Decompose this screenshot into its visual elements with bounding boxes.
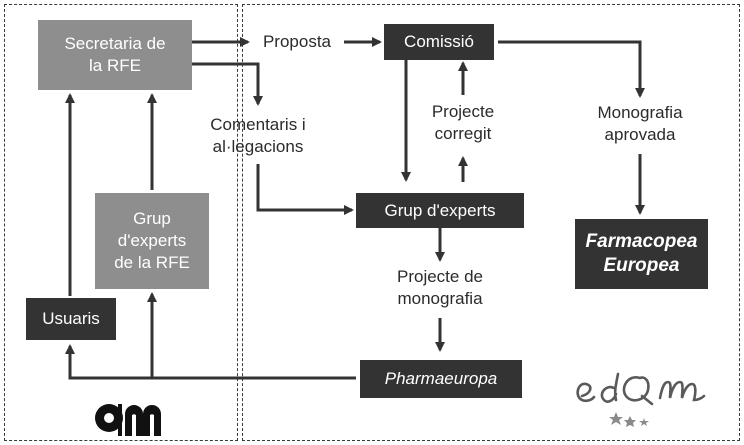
label-comentaris: Comentaris i al·legacions bbox=[210, 115, 306, 156]
edqm-logo: edqm bbox=[576, 372, 706, 427]
label-monografia-aprovada: Monografia aprovada bbox=[597, 103, 683, 144]
label-projecte-de-monografia: Projecte de monografia bbox=[397, 267, 483, 308]
right-panel bbox=[242, 4, 740, 441]
farmacopea-europea-box: Farmacopea Europea bbox=[575, 219, 708, 289]
am-logo: am bbox=[95, 404, 161, 436]
left-panel bbox=[4, 4, 238, 441]
arrow-pharmaeuropa-to-usuaris bbox=[65, 344, 356, 380]
usuaris-box: Usuaris bbox=[26, 298, 116, 340]
arrow-secretaria-to-comentaris bbox=[192, 62, 263, 106]
pharmaeuropa-box: Pharmaeuropa bbox=[360, 360, 522, 398]
comissio-box: Comissió bbox=[384, 24, 494, 60]
arrow-comissio-to-monografia bbox=[498, 40, 645, 98]
label-projecte-corregit: Projecte corregit bbox=[431, 102, 495, 143]
grup-experts-rfe-box: Grup d'experts de la RFE bbox=[95, 193, 209, 289]
arrow-comentaris-to-grup bbox=[256, 164, 354, 215]
label-proposta: Proposta bbox=[262, 32, 332, 51]
secretaria-rfe-box: Secretaria de la RFE bbox=[38, 20, 192, 90]
grup-experts-box: Grup d'experts bbox=[356, 193, 524, 228]
